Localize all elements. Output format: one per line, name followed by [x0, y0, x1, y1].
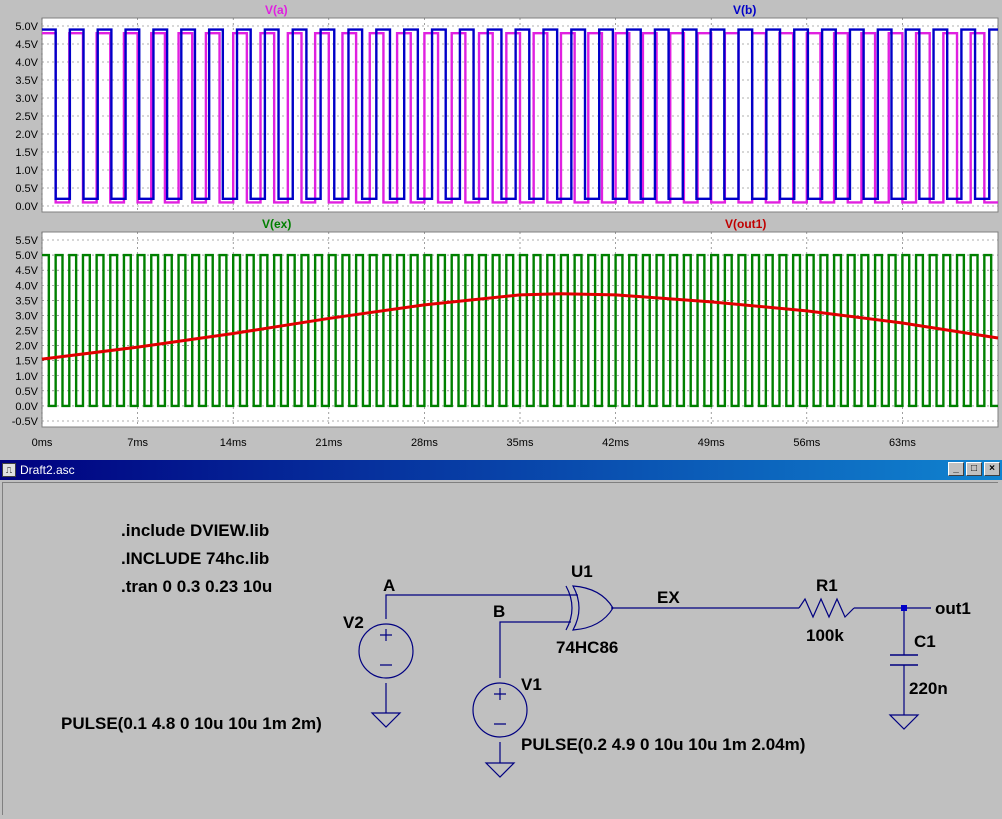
schematic-document-icon: ⎍ [2, 463, 16, 477]
resistor-r1-name[interactable]: R1 [816, 576, 838, 595]
y-tick-label: 4.0V [15, 57, 38, 69]
source-v1-name[interactable]: V1 [521, 675, 542, 694]
net-label-ex[interactable]: EX [657, 588, 680, 607]
trace-vout1[interactable] [41, 292, 999, 361]
source-v1-value[interactable]: PULSE(0.2 4.9 0 10u 10u 1m 2.04m) [521, 735, 805, 754]
trace-va[interactable] [42, 32, 998, 204]
top-pane-traces [42, 28, 998, 204]
y-tick-label: 2.0V [15, 341, 38, 353]
y-tick-label: 3.0V [15, 93, 38, 105]
y-tick-label: 5.0V [15, 250, 38, 262]
schematic-titlebar[interactable]: ⎍ Draft2.asc _ □ × [0, 460, 1002, 480]
resistor-r1-value[interactable]: 100k [806, 626, 844, 645]
x-tick-label: 35ms [507, 437, 534, 449]
source-v1-symbol[interactable] [472, 682, 528, 738]
net-label-b[interactable]: B [493, 602, 505, 621]
y-tick-label: 1.5V [15, 147, 38, 159]
y-tick-label: 4.5V [15, 39, 38, 51]
trace-label-vb[interactable]: V(b) [733, 3, 756, 17]
net-label-out1[interactable]: out1 [935, 599, 971, 618]
x-axis-ticks: 0ms 7ms 14ms 21ms 28ms 35ms 42ms 49ms 56ms 63ms [32, 437, 917, 449]
trace-label-vout1[interactable]: V(out1) [725, 217, 766, 231]
y-tick-label: 0.0V [15, 401, 38, 413]
directive-include-74hc[interactable]: .INCLUDE 74hc.lib [121, 549, 269, 568]
resistor-r1-symbol[interactable] [798, 597, 855, 619]
x-tick-label: 14ms [220, 437, 247, 449]
waveform-viewer[interactable]: 5.0V 4.5V 4.0V 3.5V 3.0V 2.5V 2.0V 1.5V 1.0V 0.5V… [0, 0, 1002, 454]
x-tick-label: 21ms [315, 437, 342, 449]
bottom-pane-y-ticks: 5.5V 5.0V 4.5V 4.0V 3.5V 3.0V 2.5V 2.0V 1.5V 1.0V… [12, 235, 39, 428]
bottom-pane-traces [41, 253, 999, 408]
y-tick-label: 1.5V [15, 356, 38, 368]
waveform-plot[interactable]: 5.0V 4.5V 4.0V 3.5V 3.0V 2.5V 2.0V 1.5V 1.0V 0.5V… [0, 0, 1002, 454]
schematic-wires [385, 594, 931, 763]
directive-tran[interactable]: .tran 0 0.3 0.23 10u [121, 577, 272, 596]
trace-label-va[interactable]: V(a) [265, 3, 288, 17]
x-tick-label: 49ms [698, 437, 725, 449]
x-tick-label: 56ms [793, 437, 820, 449]
source-v2-name[interactable]: V2 [343, 613, 364, 632]
y-tick-label: 3.5V [15, 75, 38, 87]
minimize-button[interactable]: _ [948, 462, 964, 476]
y-tick-label: 0.0V [15, 201, 38, 213]
trace-vex[interactable] [42, 253, 998, 408]
source-v2-value[interactable]: PULSE(0.1 4.8 0 10u 10u 1m 2m) [61, 714, 322, 733]
y-tick-label: 1.0V [15, 371, 38, 383]
y-tick-label: 2.5V [15, 326, 38, 338]
y-tick-label: 5.5V [15, 235, 38, 247]
y-tick-label: 0.5V [15, 386, 38, 398]
y-tick-label: 5.0V [15, 21, 38, 33]
y-tick-label: 4.5V [15, 265, 38, 277]
x-tick-label: 42ms [602, 437, 629, 449]
out1-junction [901, 605, 907, 611]
wire-net-a[interactable] [385, 594, 578, 619]
y-tick-label: 0.5V [15, 183, 38, 195]
schematic-canvas[interactable]: .include DVIEW.lib .INCLUDE 74hc.lib .tr… [2, 482, 998, 815]
trace-label-vex[interactable]: V(ex) [262, 217, 291, 231]
trace-vb[interactable] [42, 28, 998, 200]
ground-v1[interactable] [484, 762, 516, 778]
y-tick-label: 2.0V [15, 129, 38, 141]
directive-include-dview[interactable]: .include DVIEW.lib [121, 521, 269, 540]
schematic-window-title: Draft2.asc [20, 463, 75, 477]
x-tick-label: 28ms [411, 437, 438, 449]
y-tick-label: 3.5V [15, 295, 38, 307]
capacitor-c1-symbol[interactable] [890, 654, 918, 666]
x-tick-label: 63ms [889, 437, 916, 449]
top-pane-y-ticks: 5.0V 4.5V 4.0V 3.5V 3.0V 2.5V 2.0V 1.5V 1.0V 0.5V… [15, 21, 38, 213]
y-tick-label: 2.5V [15, 111, 38, 123]
y-tick-label: -0.5V [12, 416, 39, 428]
gate-u1-name[interactable]: U1 [571, 562, 593, 581]
source-v2-symbol[interactable] [358, 623, 414, 679]
ground-v2[interactable] [370, 712, 402, 728]
capacitor-c1-value[interactable]: 220n [909, 679, 948, 698]
gate-u1-part[interactable]: 74HC86 [556, 638, 618, 657]
gate-u1-symbol[interactable] [565, 585, 614, 631]
ground-c1[interactable] [888, 714, 920, 730]
y-tick-label: 1.0V [15, 165, 38, 177]
maximize-button[interactable]: □ [966, 462, 982, 476]
wire-net-b[interactable] [499, 621, 571, 678]
close-button[interactable]: × [984, 462, 1000, 476]
schematic-window[interactable]: ⎍ Draft2.asc _ □ × .include DVIEW.lib .I… [0, 460, 1002, 817]
x-tick-label: 7ms [127, 437, 148, 449]
capacitor-c1-name[interactable]: C1 [914, 632, 936, 651]
y-tick-label: 3.0V [15, 310, 38, 322]
schematic-drawing[interactable]: .include DVIEW.lib .INCLUDE 74hc.lib .tr… [3, 483, 997, 814]
y-tick-label: 4.0V [15, 280, 38, 292]
net-label-a[interactable]: A [383, 576, 395, 595]
ground-symbols [370, 712, 920, 778]
x-tick-label: 0ms [32, 437, 53, 449]
